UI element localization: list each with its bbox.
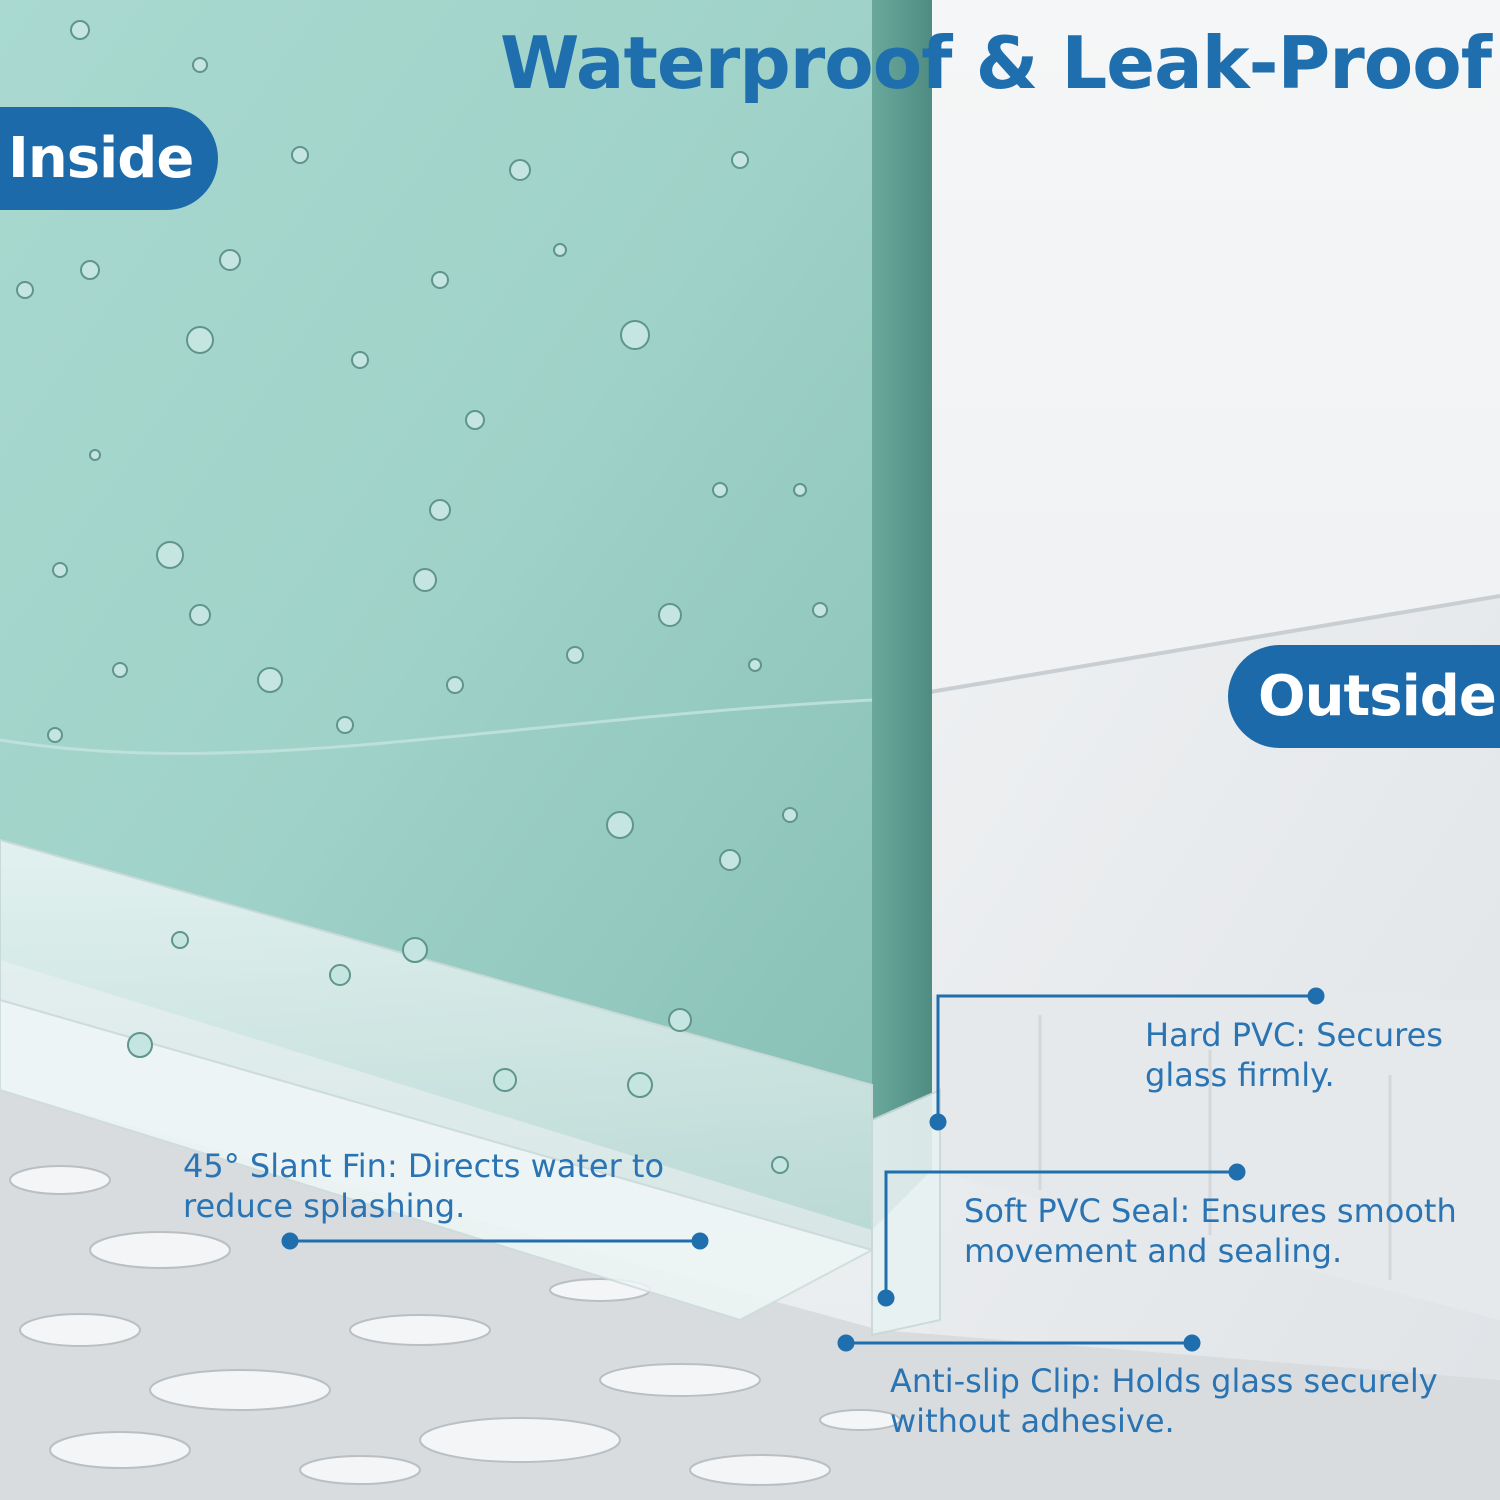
slant-fin-callout: 45° Slant Fin: Directs water to reduce s…	[183, 1147, 665, 1225]
water-droplets	[16, 20, 828, 1174]
soft-pvc-callout: Soft PVC Seal: Ensures smooth movement a…	[964, 1192, 1457, 1270]
anti-slip-callout: Anti-slip Clip: Holds glass securely wit…	[890, 1362, 1438, 1440]
outside-label: Outside	[1228, 645, 1500, 748]
seal-clip	[871, 1088, 941, 1337]
slant-fin-anchor-dot	[691, 1232, 709, 1250]
glass-edge	[872, 0, 932, 1230]
inside-label-text: Inside	[8, 126, 194, 191]
anti-slip-dot	[1183, 1334, 1201, 1352]
hard-pvc-anchor-dot	[929, 1113, 947, 1131]
slant-fin-dot	[281, 1232, 299, 1250]
step-face	[930, 995, 1500, 1320]
callout-connectors	[281, 987, 1325, 1352]
soft-pvc-connector	[884, 1170, 1237, 1298]
anti-slip-anchor-dot	[837, 1334, 855, 1352]
glass-reflection	[0, 698, 873, 755]
hard-pvc-connector	[936, 994, 1316, 1122]
soft-pvc-dot	[1228, 1163, 1246, 1181]
floor-puddles	[9, 1165, 901, 1486]
page-title: Waterproof & Leak-Proof	[500, 21, 1492, 105]
ledge-line	[929, 594, 1500, 694]
soft-pvc-anchor-dot	[877, 1289, 895, 1307]
hard-pvc-callout: Hard PVC: Secures glass firmly.	[1145, 1016, 1443, 1094]
inside-label: Inside	[0, 107, 218, 210]
outside-label-text: Outside	[1258, 664, 1497, 729]
hard-pvc-dot	[1307, 987, 1325, 1005]
